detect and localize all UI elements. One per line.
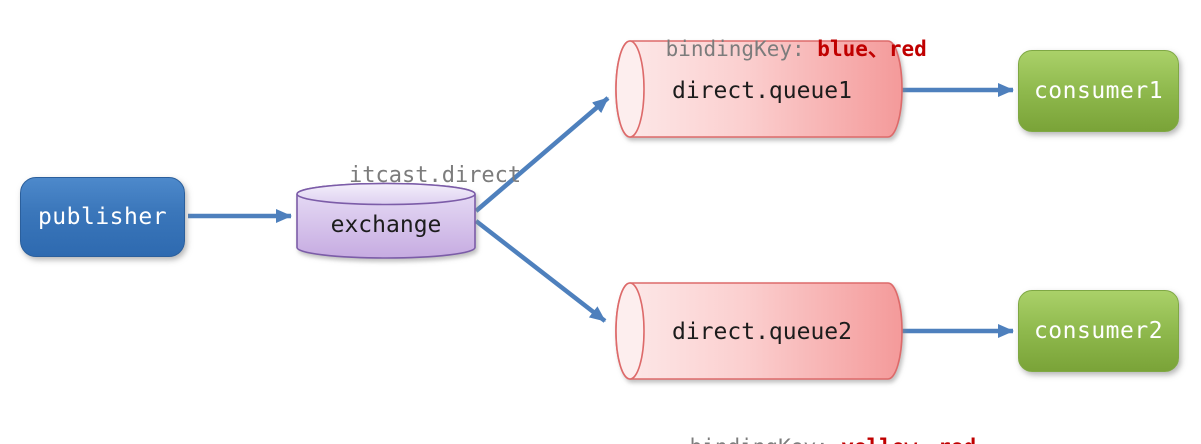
arrow-exchange-to-queue2 bbox=[474, 219, 607, 323]
publisher-label: publisher bbox=[37, 204, 168, 230]
exchange-name-text: itcast.direct bbox=[348, 163, 522, 188]
arrow-exchange-to-queue1 bbox=[474, 96, 610, 213]
queue1-binding-caption: bindingKey: blue、red bbox=[615, 9, 927, 87]
queue1-binding-prefix: bindingKey: bbox=[665, 37, 818, 61]
queue2-binding-keys: yellow、red bbox=[841, 435, 976, 444]
queue1-node: direct.queue1 bbox=[615, 40, 903, 138]
queue2-label: direct.queue2 bbox=[672, 319, 852, 345]
consumer2-node: consumer2 bbox=[1018, 290, 1179, 372]
exchange-node: exchange bbox=[296, 182, 476, 259]
exchange-label: exchange bbox=[331, 212, 442, 238]
queue2-binding-caption: bindingKey: yellow、red bbox=[639, 407, 977, 444]
queue2-node: direct.queue2 bbox=[615, 282, 903, 380]
exchange-cylinder-top bbox=[296, 182, 476, 206]
queue2-cylinder-cap bbox=[615, 282, 645, 380]
publisher-node: publisher bbox=[20, 177, 185, 257]
exchange-name-caption: itcast.direct bbox=[296, 138, 521, 213]
consumer1-label: consumer1 bbox=[1033, 78, 1164, 104]
queue1-label: direct.queue1 bbox=[672, 78, 852, 104]
consumer1-node: consumer1 bbox=[1018, 50, 1179, 132]
queue2-binding-prefix: bindingKey: bbox=[690, 435, 842, 444]
queue1-cylinder-cap bbox=[615, 40, 645, 138]
queue1-binding-keys: blue、red bbox=[817, 37, 927, 61]
consumer2-label: consumer2 bbox=[1033, 318, 1164, 344]
